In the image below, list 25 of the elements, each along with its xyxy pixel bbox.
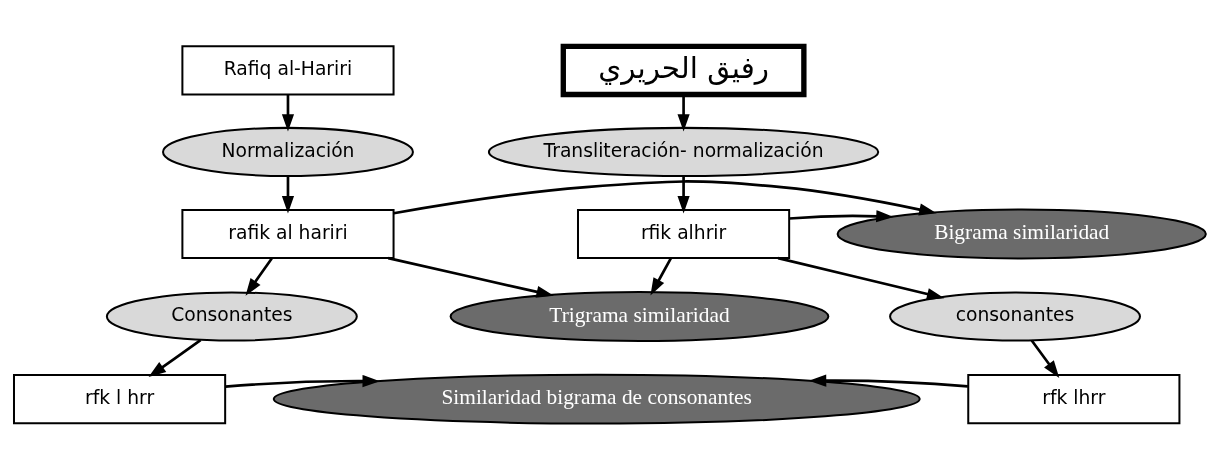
arrow bbox=[387, 256, 554, 298]
arrow bbox=[677, 176, 690, 214]
node-box: rfk lhrr bbox=[967, 374, 1181, 425]
arrow bbox=[777, 256, 945, 300]
node-ellipse: Consonantes bbox=[105, 291, 358, 342]
arrow bbox=[1030, 339, 1060, 378]
arrow bbox=[225, 374, 380, 388]
node-box: Rafiq al-Hariri bbox=[181, 45, 395, 96]
node-box: رفيق الحريري bbox=[560, 43, 807, 98]
arrow bbox=[677, 94, 690, 132]
arrow bbox=[789, 210, 894, 223]
node-ellipse: Trigrama similaridad bbox=[449, 291, 830, 342]
node-box: rfik alhrir bbox=[577, 208, 791, 260]
arrow bbox=[281, 176, 295, 214]
node-ellipse: Transliteración- normalización bbox=[487, 126, 880, 177]
arrow bbox=[393, 180, 937, 216]
arrow bbox=[650, 257, 672, 296]
arrow bbox=[245, 257, 273, 296]
node-box: rfk l hrr bbox=[13, 374, 227, 425]
arrow bbox=[148, 339, 202, 378]
arrow bbox=[281, 94, 295, 132]
node-ellipse: Normalización bbox=[162, 126, 414, 177]
arrow bbox=[808, 374, 968, 388]
node-box: rafik al hariri bbox=[181, 208, 395, 260]
node-ellipse: consonantes bbox=[889, 291, 1141, 342]
